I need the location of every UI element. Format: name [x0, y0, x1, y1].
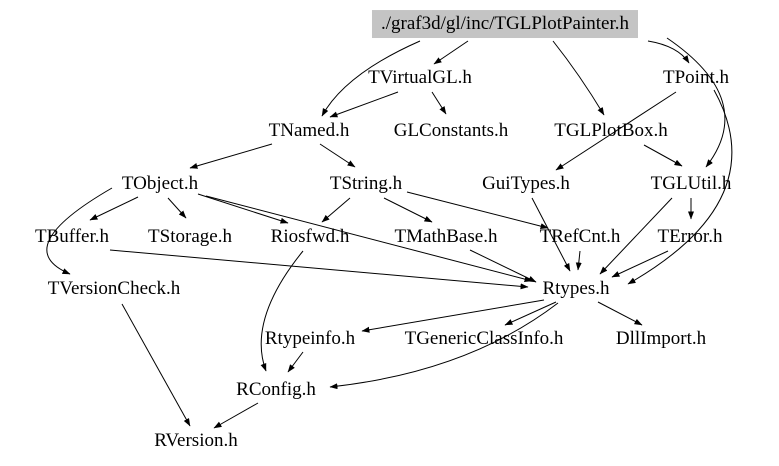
graph-node-rversion-h[interactable]: RVersion.h — [154, 430, 238, 452]
edge-rtypes-h-to-tgenericclassinfo-h — [504, 301, 557, 326]
edge-tstring-h-to-riosfwd-h — [321, 197, 351, 223]
edge-root-to-tglplotbox-h — [552, 40, 605, 116]
edge-tbuffer-h-to-rtypes-h — [109, 249, 529, 290]
graph-node-tgenericclassinfo-h[interactable]: TGenericClassInfo.h — [404, 328, 564, 350]
edge-terror-h-to-rtypes-h — [611, 250, 669, 278]
edge-riosfwd-h-to-rconfig-h — [260, 250, 304, 372]
edge-tstring-h-to-trefcnt-h — [406, 191, 549, 230]
edge-tobject-h-to-tversioncheck-h — [46, 187, 113, 275]
graph-node-riosfwd-h[interactable]: Riosfwd.h — [270, 226, 350, 248]
graph-node-rconfig-h[interactable]: RConfig.h — [236, 379, 316, 401]
edge-tobject-h-to-tbuffer-h — [89, 196, 139, 221]
graph-node-tstring-h[interactable]: TString.h — [329, 173, 403, 195]
edge-tobject-h-to-riosfwd-h — [197, 193, 289, 224]
edge-root-to-tnamed-h — [321, 40, 421, 117]
edge-tnamed-h-to-tobject-h — [189, 143, 273, 169]
edge-tversioncheck-h-to-rversion-h — [121, 303, 191, 427]
edge-tnamed-h-to-tstring-h — [319, 143, 356, 168]
edge-root-to-tglutil-h — [666, 37, 726, 168]
edge-root-to-tpoint-h — [647, 40, 690, 64]
edge-tpoint-h-to-rtypes-h — [627, 89, 733, 285]
graph-node-rtypeinfo-h[interactable]: Rtypeinfo.h — [264, 328, 356, 350]
graph-node-tnamed-h[interactable]: TNamed.h — [268, 120, 350, 142]
graph-node-tversioncheck-h[interactable]: TVersionCheck.h — [47, 278, 181, 300]
edge-tstring-h-to-tmathbase-h — [383, 197, 433, 223]
graph-node-tbuffer-h[interactable]: TBuffer.h — [34, 226, 110, 248]
edge-rtypes-h-to-rconfig-h — [329, 302, 559, 390]
graph-node-tobject-h[interactable]: TObject.h — [121, 173, 199, 195]
edge-rtypes-h-to-dllimport-h — [597, 301, 643, 326]
graph-node-tpoint-h[interactable]: TPoint.h — [663, 67, 729, 89]
graph-node-tvirtualgl-h[interactable]: TVirtualGL.h — [368, 67, 472, 89]
edge-rconfig-h-to-rversion-h — [213, 402, 259, 429]
edge-tvirtualgl-h-to-tnamed-h — [329, 91, 399, 118]
graph-node-terror-h[interactable]: TError.h — [657, 226, 723, 248]
graph-node-tmathbase-h[interactable]: TMathBase.h — [394, 226, 498, 248]
edge-tobject-h-to-tstorage-h — [167, 197, 187, 219]
graph-node-guitypes-h[interactable]: GuiTypes.h — [482, 173, 570, 195]
graph-node-dllimport-h[interactable]: DllImport.h — [615, 328, 707, 350]
graph-node-rtypes-h[interactable]: Rtypes.h — [542, 278, 610, 300]
edge-root-to-tvirtualgl-h — [433, 40, 469, 65]
edge-tglplotbox-h-to-tglutil-h — [643, 144, 683, 167]
edge-tglutil-h-to-rtypes-h — [599, 197, 673, 275]
graph-node-tglutil-h[interactable]: TGLUtil.h — [650, 173, 732, 195]
edge-trefcnt-h-to-rtypes-h — [575, 250, 582, 271]
edge-guitypes-h-to-rtypes-h — [531, 197, 571, 272]
graph-node-root: ./graf3d/gl/inc/TGLPlotPainter.h — [371, 10, 639, 38]
edge-rtypeinfo-h-to-rconfig-h — [287, 351, 304, 373]
graph-node-tstorage-h[interactable]: TStorage.h — [148, 226, 232, 248]
edge-tvirtualgl-h-to-glconstants-h — [431, 91, 447, 115]
graph-node-glconstants-h[interactable]: GLConstants.h — [393, 120, 509, 142]
graph-node-trefcnt-h[interactable]: TRefCnt.h — [539, 226, 621, 248]
edge-tmathbase-h-to-rtypes-h — [469, 249, 537, 283]
graph-node-tglplotbox-h[interactable]: TGLPlotBox.h — [554, 120, 668, 142]
edge-rtypes-h-to-rtypeinfo-h — [361, 299, 545, 333]
edge-tobject-h-to-rtypes-h — [205, 195, 533, 283]
edge-tpoint-h-to-guitypes-h — [555, 91, 677, 171]
